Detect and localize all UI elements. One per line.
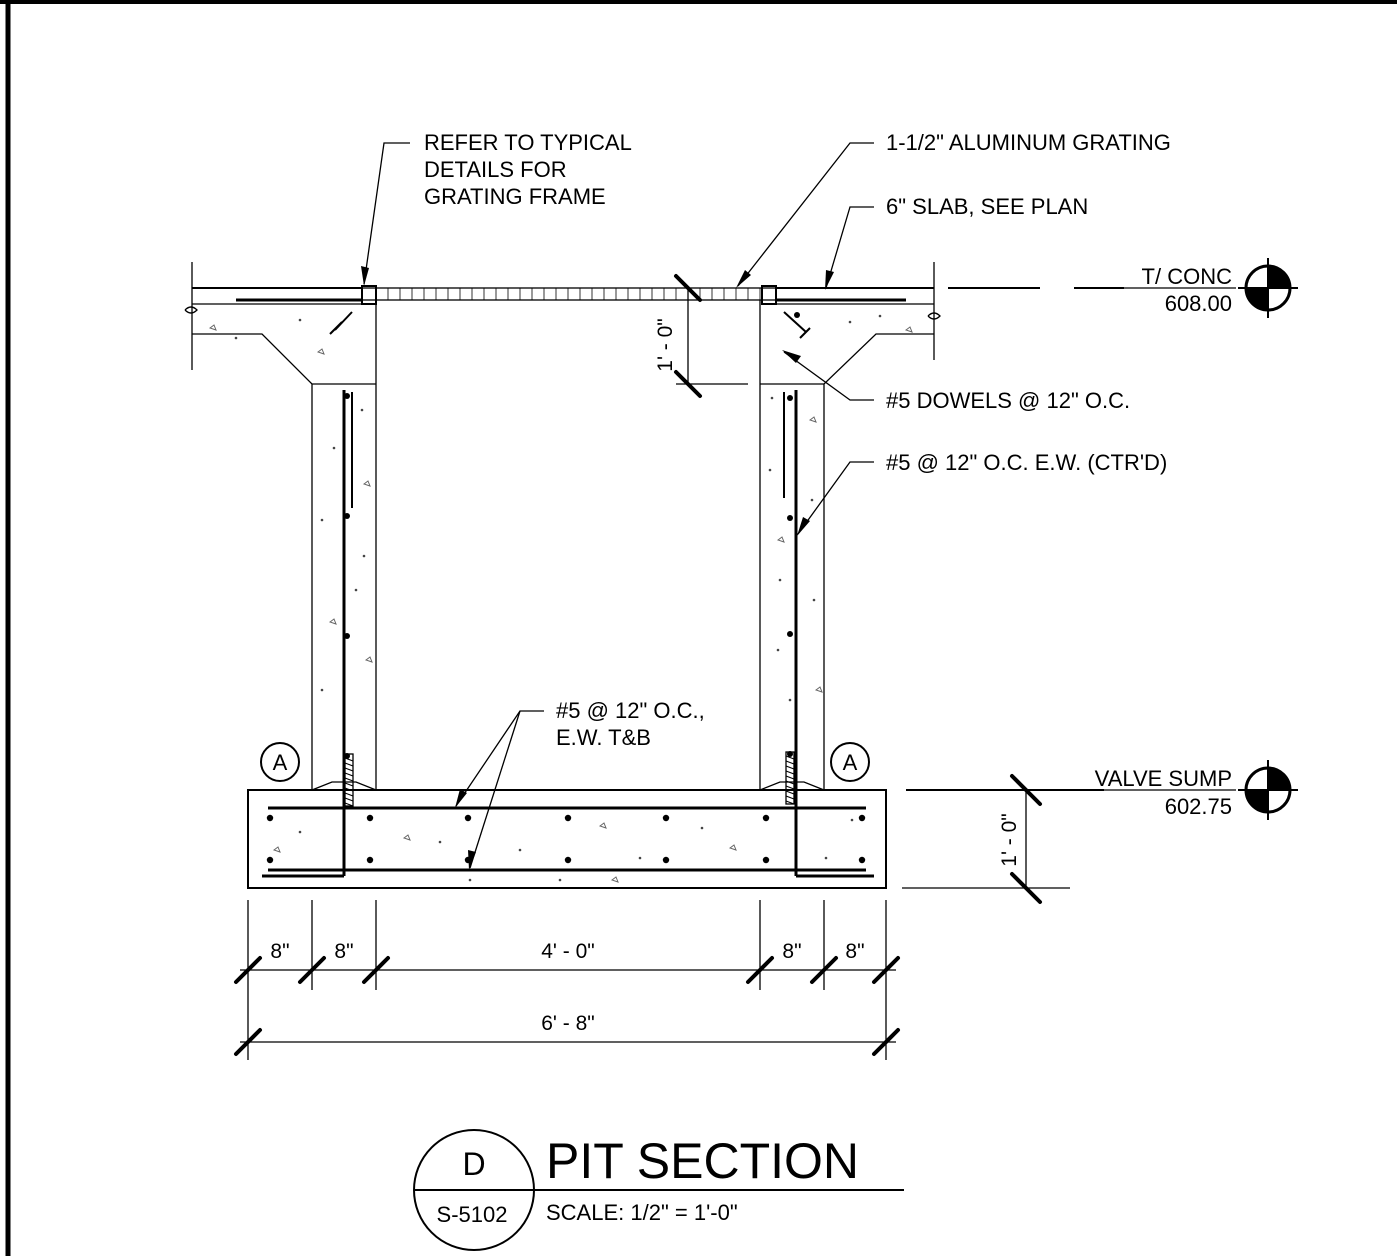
svg-text:A: A: [273, 750, 288, 775]
svg-text:8": 8": [845, 940, 864, 963]
detail-scale: SCALE: 1/2" = 1'-0": [546, 1200, 738, 1225]
svg-text:1-1/2" ALUMINUM GRATING: 1-1/2" ALUMINUM GRATING: [886, 130, 1171, 155]
svg-text:608.00: 608.00: [1165, 291, 1232, 316]
note-slab: 6" SLAB, SEE PLAN: [825, 194, 1088, 290]
svg-text:602.75: 602.75: [1165, 794, 1232, 819]
elevation-valve-sump: VALVE SUMP 602.75: [906, 760, 1298, 820]
top-slab: [184, 262, 941, 385]
dimension-grating-depth: 1' - 0": [654, 274, 748, 398]
svg-text:REFER TO TYPICAL: REFER TO TYPICAL: [424, 130, 632, 155]
note-wall-rebar: #5 @ 12" O.C. E.W. (CTR'D): [797, 450, 1167, 536]
svg-text:A: A: [843, 750, 858, 775]
callout-a-right: A: [830, 742, 870, 782]
svg-text:6" SLAB, SEE PLAN: 6" SLAB, SEE PLAN: [886, 194, 1088, 219]
svg-text:8": 8": [782, 940, 801, 963]
svg-text:#5 DOWELS @ 12" O.C.: #5 DOWELS @ 12" O.C.: [886, 388, 1130, 413]
detail-sheet: S-5102: [437, 1202, 508, 1227]
note-grating-frame: REFER TO TYPICAL DETAILS FOR GRATING FRA…: [361, 130, 632, 286]
svg-text:T/ CONC: T/ CONC: [1142, 264, 1233, 289]
detail-letter: D: [462, 1146, 485, 1182]
note-base-rebar: #5 @ 12" O.C., E.W. T&B: [455, 698, 705, 870]
svg-text:E.W. T&B: E.W. T&B: [556, 725, 651, 750]
svg-text:#5 @ 12" O.C. E.W. (CTR'D): #5 @ 12" O.C. E.W. (CTR'D): [886, 450, 1167, 475]
detail-title: D S-5102 PIT SECTION SCALE: 1/2" = 1'-0": [413, 1129, 904, 1251]
svg-text:8": 8": [334, 940, 353, 963]
svg-text:1' - 0": 1' - 0": [998, 813, 1021, 866]
callout-a-left: A: [260, 742, 300, 782]
elevation-top-of-concrete: T/ CONC 608.00: [948, 258, 1298, 318]
dimension-base-thickness: 1' - 0": [902, 774, 1070, 904]
svg-text:GRATING FRAME: GRATING FRAME: [424, 184, 606, 209]
svg-text:1' - 0": 1' - 0": [654, 318, 677, 371]
svg-text:DETAILS FOR: DETAILS FOR: [424, 157, 567, 182]
svg-text:6' - 8": 6' - 8": [541, 1012, 594, 1035]
base-slab: [208, 314, 913, 889]
svg-text:4' - 0": 4' - 0": [541, 940, 594, 963]
dimension-overall: 6' - 8": [234, 1012, 900, 1056]
pit-walls: [311, 300, 825, 876]
dimension-chain: 8" 8" 4' - 0" 8" 8": [234, 900, 900, 1060]
detail-title-text: PIT SECTION: [546, 1133, 859, 1189]
note-dowels: #5 DOWELS @ 12" O.C.: [782, 350, 1130, 413]
note-grating: 1-1/2" ALUMINUM GRATING: [736, 130, 1171, 288]
aluminum-grating: [361, 285, 777, 305]
svg-text:VALVE SUMP: VALVE SUMP: [1095, 766, 1232, 791]
svg-text:8": 8": [270, 940, 289, 963]
svg-text:#5 @ 12" O.C.,: #5 @ 12" O.C.,: [556, 698, 705, 723]
